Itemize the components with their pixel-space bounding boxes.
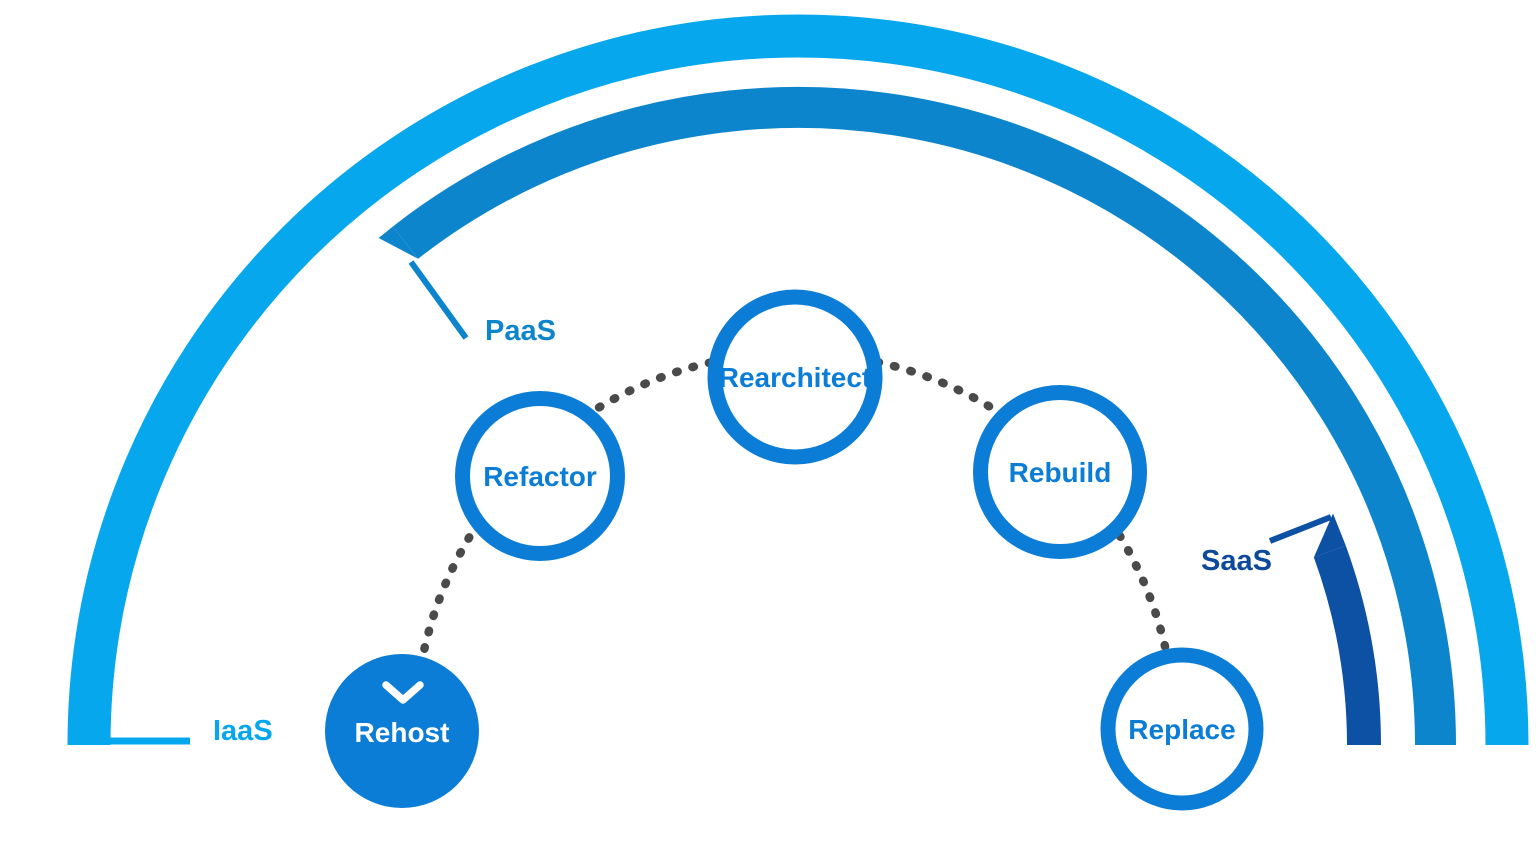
saas-arc xyxy=(1313,545,1381,746)
rehost-label: Rehost xyxy=(355,717,450,748)
node-rehost[interactable]: Rehost xyxy=(325,654,479,808)
node-refactor[interactable]: Refactor xyxy=(455,391,625,561)
node-rebuild[interactable]: Rebuild xyxy=(973,385,1147,559)
paas-label: PaaS xyxy=(485,315,556,347)
rebuild-circle[interactable] xyxy=(973,385,1147,559)
rebuild-label: Rebuild xyxy=(1009,457,1112,488)
refactor-label: Refactor xyxy=(483,461,597,492)
paas-arc-tip xyxy=(378,226,419,259)
replace-circle[interactable] xyxy=(1100,647,1264,811)
node-replace[interactable]: Replace xyxy=(1100,647,1264,811)
saas-label: SaaS xyxy=(1201,545,1272,577)
saas-leader-line xyxy=(1268,514,1333,544)
iaas-label: IaaS xyxy=(213,715,273,747)
saas-arc-tip xyxy=(1313,513,1346,558)
rehost-circle[interactable] xyxy=(325,654,479,808)
refactor-circle[interactable] xyxy=(455,391,625,561)
rearchitect-circle[interactable] xyxy=(707,289,883,465)
chevron-down-icon xyxy=(382,681,424,704)
replace-label: Replace xyxy=(1128,714,1235,745)
node-rearchitect[interactable]: Rearchitect xyxy=(707,289,883,465)
rearchitect-label: Rearchitect xyxy=(719,362,872,393)
paas-leader-line xyxy=(408,260,469,340)
paas-arc xyxy=(392,86,1456,746)
iaas-arc xyxy=(67,14,1529,746)
